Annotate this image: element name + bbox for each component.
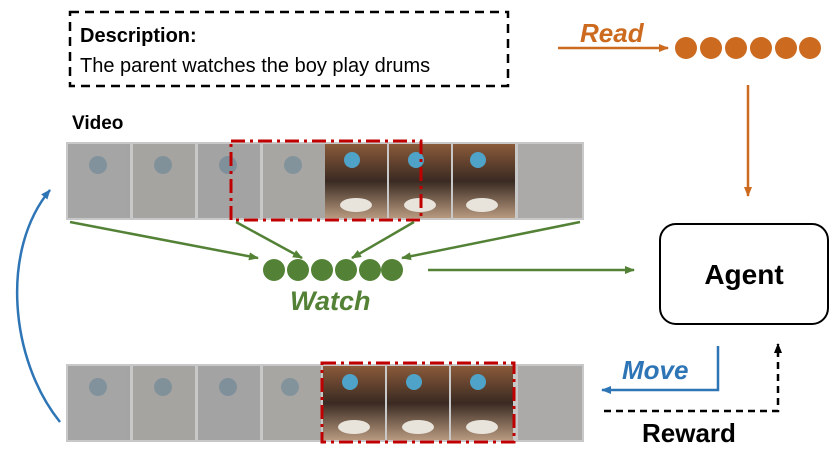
- move-arrow: [601, 346, 720, 394]
- watch-nodes: [263, 259, 403, 281]
- video-frame: [198, 144, 260, 218]
- reward-label: Reward: [642, 418, 736, 448]
- bottom-video-strip: [66, 361, 584, 444]
- watch-node: [335, 259, 357, 281]
- description-box: Description: The parent watches the boy …: [68, 10, 510, 88]
- read-node: [725, 37, 747, 59]
- agent-box: Agent: [659, 223, 829, 325]
- read-node: [700, 37, 722, 59]
- watch-node: [263, 259, 285, 281]
- top-faded-figures: [89, 156, 302, 174]
- read-nodes: [675, 37, 821, 59]
- reward-branch: Reward: [604, 343, 782, 448]
- read-node: [750, 37, 772, 59]
- video-frame: [133, 366, 195, 440]
- move-branch: Move: [601, 346, 720, 394]
- read-node: [799, 37, 821, 59]
- watch-input-arrows: [69, 220, 581, 261]
- watch-node: [359, 259, 381, 281]
- video-frame: [518, 144, 582, 218]
- read-label: Read: [580, 18, 645, 48]
- bottom-faded-frames: [68, 366, 582, 440]
- loop-arrow: [15, 189, 61, 423]
- top-video-strip: [66, 139, 584, 222]
- video-frame: [198, 366, 260, 440]
- video-label: Video: [72, 113, 123, 134]
- video-frame: [68, 366, 130, 440]
- read-node: [675, 37, 697, 59]
- watch-node: [381, 259, 403, 281]
- bottom-vivid-frames: [323, 366, 513, 440]
- bottom-faded-figures: [89, 378, 299, 396]
- video-frame: [133, 144, 195, 218]
- top-faded-frames: [68, 144, 582, 218]
- description-text: The parent watches the boy play drums: [80, 55, 430, 77]
- agent-label: Agent: [704, 259, 783, 290]
- read-node: [775, 37, 797, 59]
- video-frame: [518, 366, 582, 440]
- video-frame: [68, 144, 130, 218]
- watch-node: [311, 259, 333, 281]
- agent-box-frame: [659, 223, 829, 325]
- top-window-box: [229, 139, 423, 222]
- top-vivid-frames: [325, 144, 515, 218]
- read-branch: Read: [558, 18, 821, 197]
- description-heading: Description:: [80, 25, 197, 47]
- move-label: Move: [622, 355, 688, 385]
- video-frame: [263, 144, 325, 218]
- reward-arrow: [604, 343, 782, 413]
- watch-label: Watch: [290, 286, 371, 316]
- video-frame: [263, 366, 321, 440]
- watch-node: [287, 259, 309, 281]
